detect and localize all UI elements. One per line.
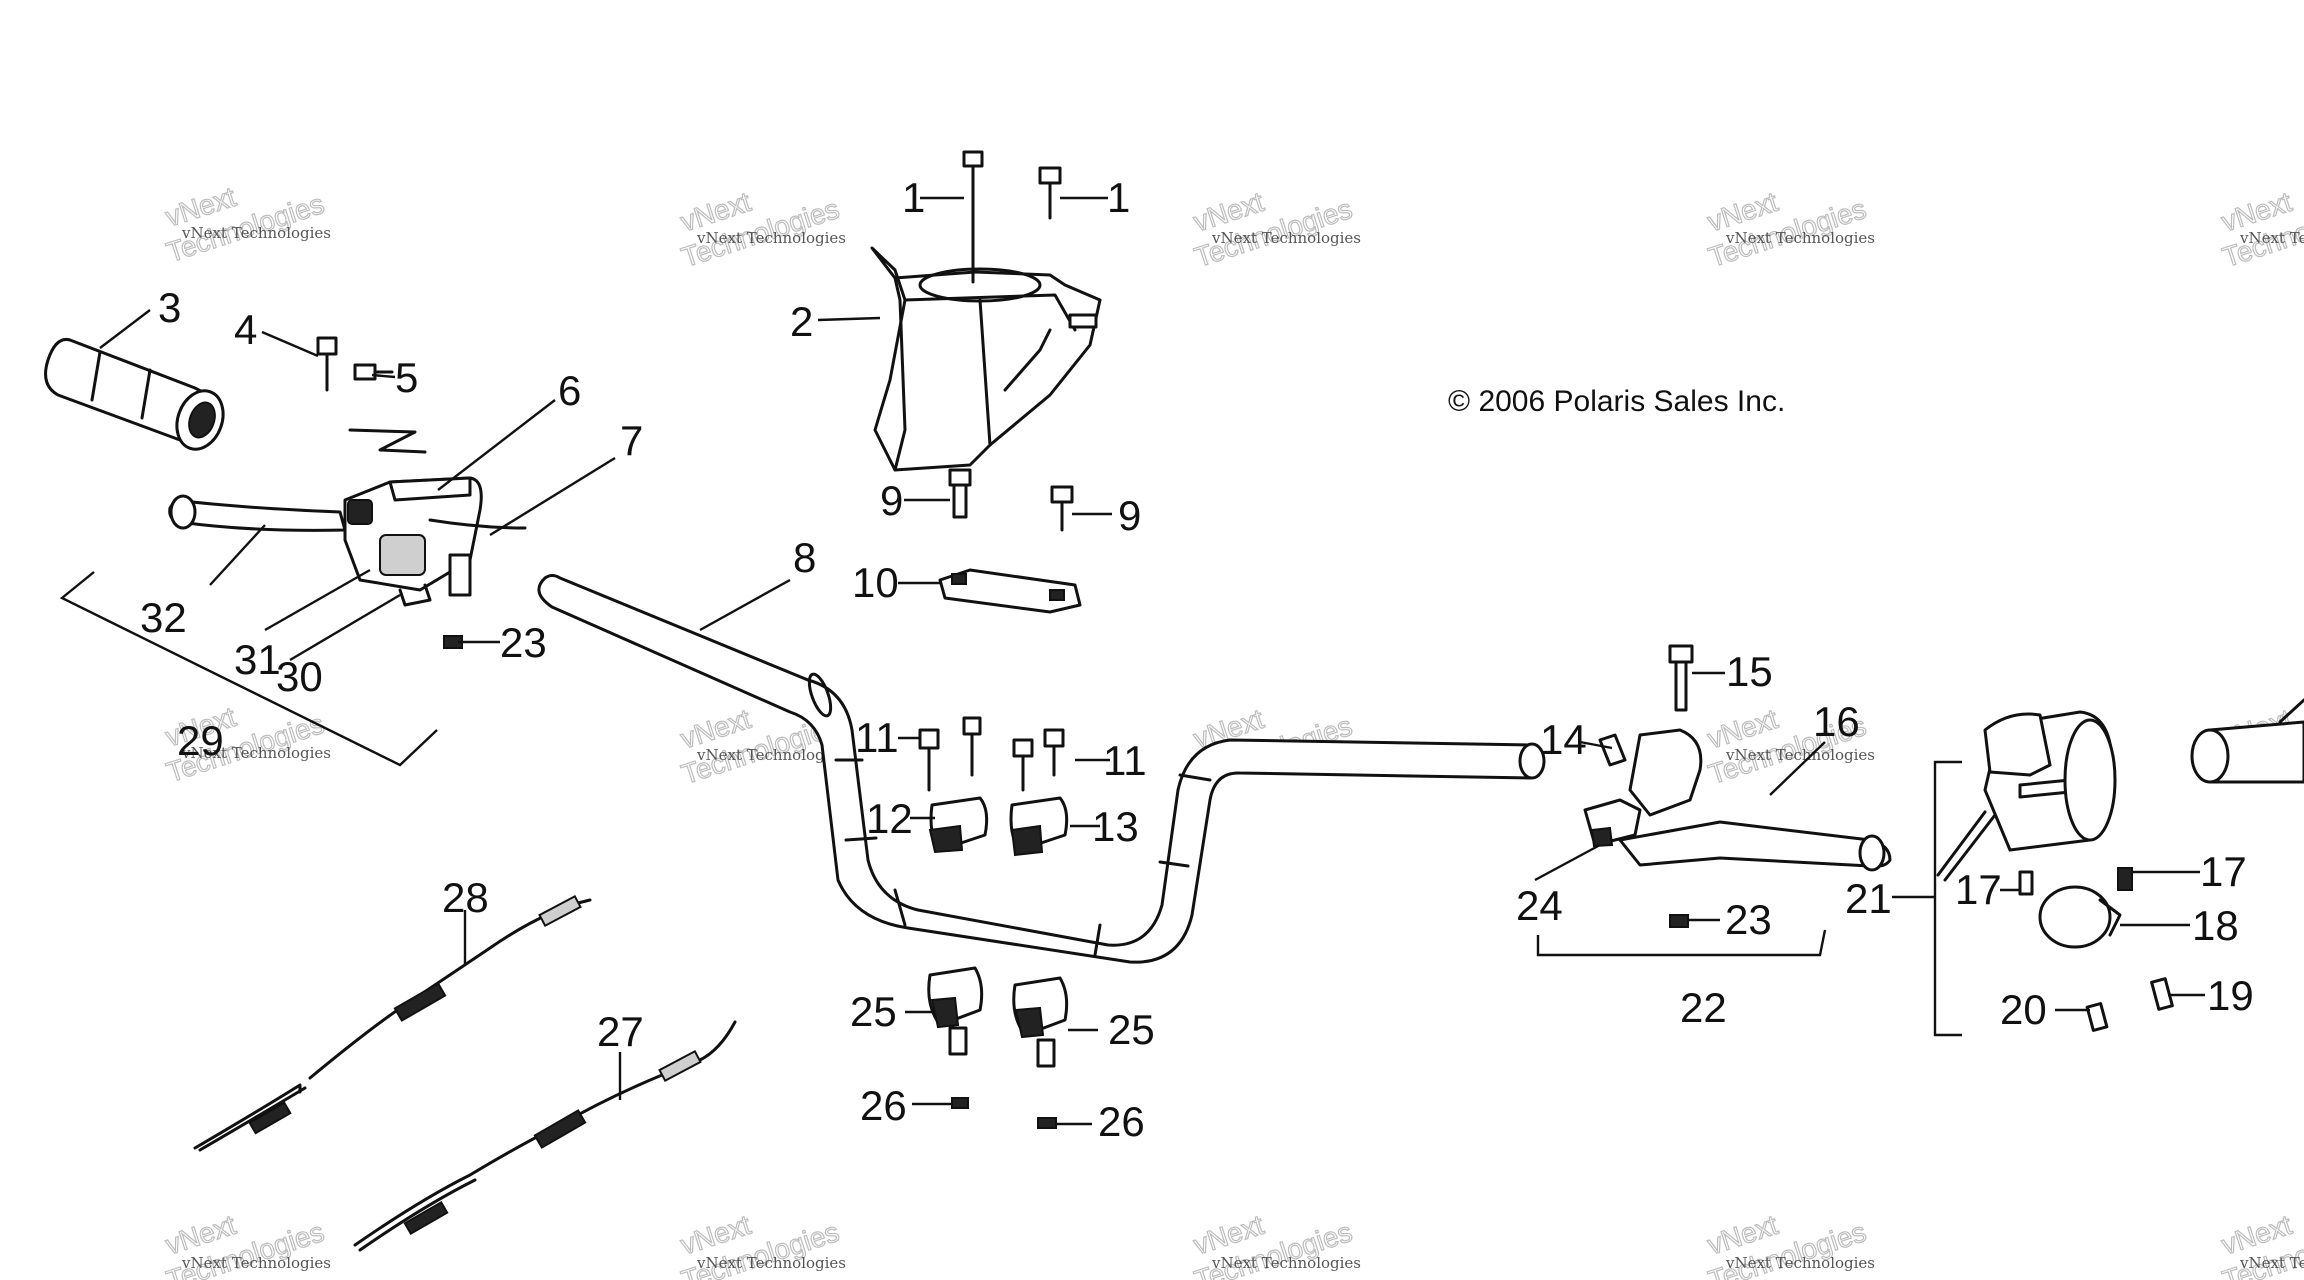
riser-screw[interactable] bbox=[918, 728, 940, 792]
left-master-cylinder-assembly[interactable] bbox=[59, 336, 527, 767]
riser-screw[interactable] bbox=[1012, 738, 1034, 792]
watermark-caption: vNext Technologies bbox=[1211, 229, 1361, 247]
callout-31: 31 bbox=[234, 636, 281, 683]
handlebar-clamp[interactable] bbox=[928, 796, 989, 854]
callout-8: 8 bbox=[793, 534, 816, 581]
handlebar-clamp[interactable] bbox=[1009, 796, 1069, 857]
switch-screw[interactable] bbox=[2085, 1002, 2109, 1032]
watermark-caption: vNext Technologies bbox=[696, 746, 846, 764]
watermark-caption: vNext Technologies bbox=[696, 229, 846, 247]
callout-21: 21 bbox=[1845, 875, 1892, 922]
callout-26: 26 bbox=[1098, 1098, 1145, 1145]
watermark-caption: vNext Technologies bbox=[696, 1254, 846, 1272]
handlebar-riser[interactable] bbox=[1012, 976, 1069, 1068]
callout-17: 17 bbox=[1955, 866, 2002, 913]
callout-13: 13 bbox=[1092, 803, 1139, 850]
callout-22: 22 bbox=[1680, 984, 1727, 1031]
callout-3: 3 bbox=[158, 284, 181, 331]
riser-screw[interactable] bbox=[962, 716, 982, 777]
watermark-r1c3: vNext Technologies bbox=[1189, 185, 1356, 273]
switch-screw[interactable] bbox=[2117, 867, 2133, 891]
riser-nut[interactable] bbox=[1037, 1117, 1057, 1129]
callout-9: 9 bbox=[880, 477, 903, 524]
watermark-caption: vNext Technologies bbox=[1211, 1254, 1361, 1272]
callout-29: 29 bbox=[177, 717, 224, 764]
cover-bolt[interactable] bbox=[1038, 166, 1062, 220]
callout-labels: 1 1 2 3 4 5 6 7 8 9 9 10 11 11 12 13 14 … bbox=[140, 174, 2254, 1145]
watermark-caption: vNext Technologies bbox=[1725, 1254, 1875, 1272]
leader-lines bbox=[99, 196, 2205, 1126]
callout-19: 19 bbox=[2207, 972, 2254, 1019]
callout-20: 20 bbox=[2000, 986, 2047, 1033]
callout-2: 2 bbox=[790, 298, 813, 345]
switch-screw[interactable] bbox=[2150, 977, 2174, 1011]
callout-28: 28 bbox=[442, 874, 489, 921]
watermark-caption: vNext Technologies bbox=[2239, 229, 2304, 247]
callout-4: 4 bbox=[234, 306, 257, 353]
clamp-bolt[interactable] bbox=[948, 468, 972, 519]
clamp-bolt[interactable] bbox=[1050, 485, 1074, 532]
callout-23: 23 bbox=[500, 619, 547, 666]
handlebar-cover[interactable] bbox=[870, 246, 1102, 472]
right-grip[interactable] bbox=[2190, 698, 2304, 784]
watermark-caption: vNext Technologies bbox=[2239, 1254, 2304, 1272]
hand-grip[interactable] bbox=[44, 337, 231, 455]
watermark-r1c2: vNext Technologies bbox=[676, 185, 843, 273]
callout-18: 18 bbox=[2192, 902, 2239, 949]
watermark-caption: vNext Technologies bbox=[1725, 229, 1875, 247]
callout-27: 27 bbox=[597, 1008, 644, 1055]
callout-30: 30 bbox=[276, 653, 323, 700]
callout-25: 25 bbox=[1108, 1006, 1155, 1053]
watermark-r1c5: vNext Technologies bbox=[2217, 185, 2304, 273]
callout-25: 25 bbox=[850, 988, 897, 1035]
watermarks: vNext Technologies vNext Technologies vN… bbox=[161, 180, 2304, 1280]
callout-11: 11 bbox=[1103, 737, 1147, 784]
callout-1: 1 bbox=[902, 174, 925, 221]
callout-7: 7 bbox=[620, 417, 643, 464]
callout-1: 1 bbox=[1107, 174, 1130, 221]
watermark-caption: vNext Technologies bbox=[181, 224, 331, 242]
watermark-r1c4: vNext Technologies bbox=[1703, 185, 1870, 273]
callout-5: 5 bbox=[395, 354, 418, 401]
brake-cable[interactable] bbox=[353, 1020, 737, 1252]
switch-screw[interactable] bbox=[2018, 870, 2034, 896]
callout-23: 23 bbox=[1725, 896, 1772, 943]
callout-32: 32 bbox=[140, 594, 187, 641]
throttle-cable[interactable] bbox=[193, 894, 592, 1152]
switch-assembly[interactable] bbox=[1933, 710, 2174, 1037]
callout-14: 14 bbox=[1540, 716, 1587, 763]
riser-nut[interactable] bbox=[951, 1097, 969, 1109]
callout-17: 17 bbox=[2200, 848, 2247, 895]
handlebar[interactable] bbox=[537, 574, 1546, 964]
cover-bracket[interactable] bbox=[938, 568, 1082, 614]
watermark-caption: vNext Technologies bbox=[181, 1254, 331, 1272]
callout-6: 6 bbox=[558, 367, 581, 414]
cover-bolt[interactable] bbox=[962, 150, 984, 284]
watermark-caption: vNext Technologies bbox=[1725, 746, 1875, 764]
right-lever-assembly[interactable] bbox=[1536, 644, 1892, 957]
callout-9: 9 bbox=[1118, 492, 1141, 539]
riser-screw[interactable] bbox=[1043, 728, 1065, 777]
handlebar-riser[interactable] bbox=[927, 966, 984, 1056]
callout-12: 12 bbox=[866, 795, 913, 842]
callout-10: 10 bbox=[852, 559, 899, 606]
copyright-notice: © 2006 Polaris Sales Inc. bbox=[1448, 385, 1785, 418]
callout-11: 11 bbox=[855, 714, 899, 761]
watermark-r1c1: vNext Technologies bbox=[161, 180, 328, 268]
callout-16: 16 bbox=[1813, 698, 1860, 745]
callout-26: 26 bbox=[860, 1082, 907, 1129]
callout-24: 24 bbox=[1516, 882, 1563, 929]
callout-15: 15 bbox=[1726, 648, 1773, 695]
watermark-caption: vNext Technologies bbox=[181, 744, 331, 762]
